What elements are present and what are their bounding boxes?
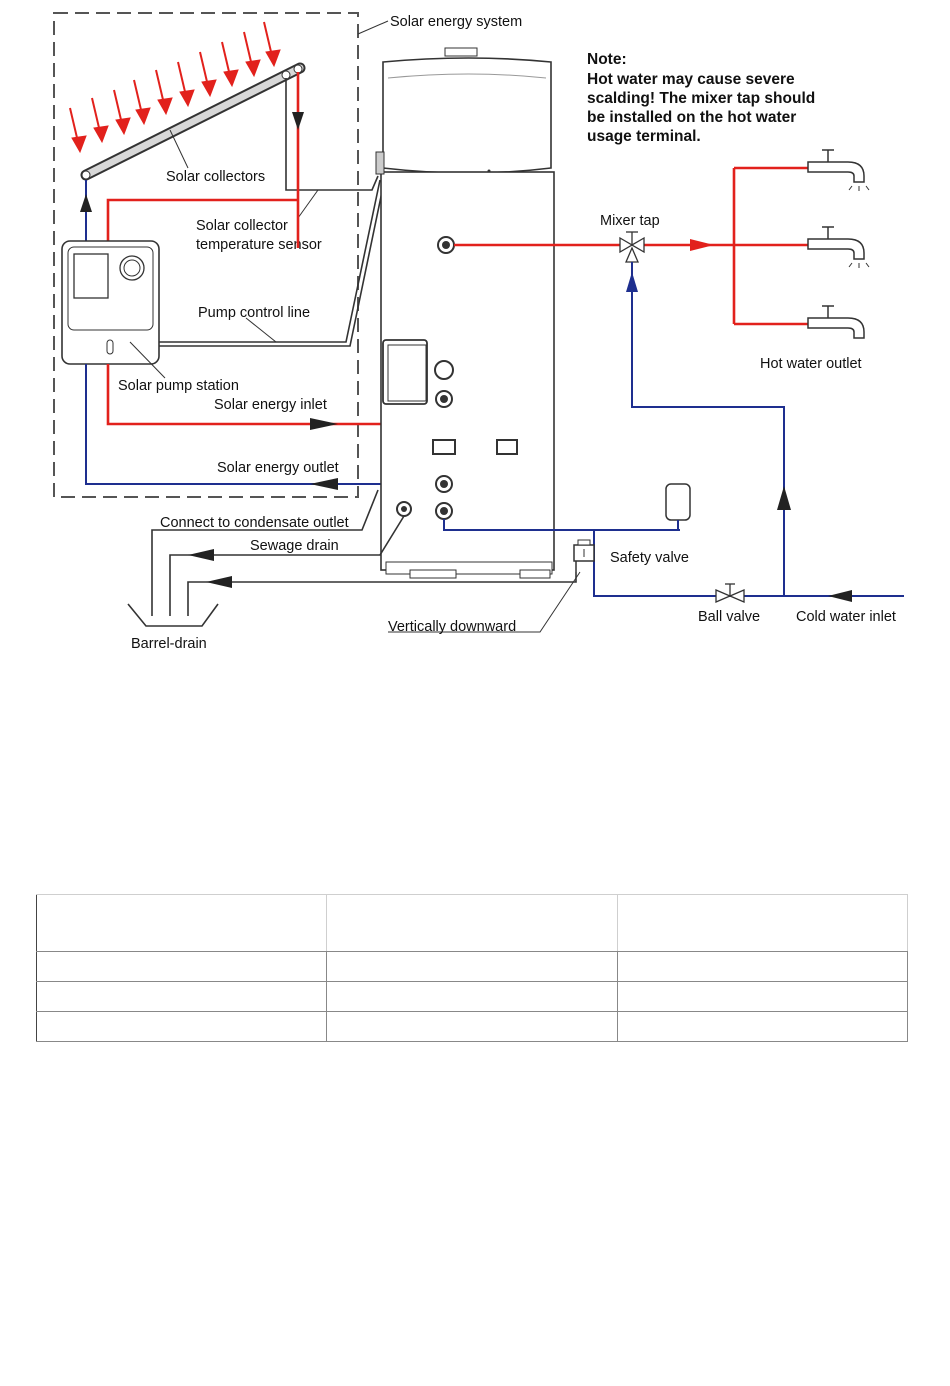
solar-energy-outlet-label: Solar energy outlet — [217, 460, 339, 476]
sun-ray-line — [69, 107, 79, 143]
table-row — [35, 981, 909, 1012]
water-tank — [375, 47, 555, 579]
table-cell — [326, 1011, 618, 1042]
table-cell — [326, 951, 618, 982]
barrel-drain-icon — [127, 603, 219, 627]
ball-valve-icon — [715, 583, 745, 603]
table-cell — [35, 951, 328, 982]
table-cell — [616, 981, 909, 1012]
temp-sensor-label-1: Solar collector — [196, 218, 288, 234]
table-header-row — [35, 894, 909, 952]
solar-energy-inlet-label: Solar energy inlet — [214, 397, 327, 413]
solar-pump-station-label: Solar pump station — [118, 378, 239, 394]
safety-valve-label: Safety valve — [610, 550, 689, 566]
table-cell — [616, 894, 909, 952]
sun-ray-arrowhead — [71, 135, 87, 154]
sun-ray-arrowhead — [135, 107, 151, 126]
sun-ray-arrowhead — [201, 79, 217, 98]
table-cell — [616, 1011, 909, 1042]
solar-water-heater-diagram: Solar energy system Solar collectors Sol… — [53, 12, 904, 652]
svg-text:scalding! The mixer tap should: scalding! The mixer tap should — [587, 90, 815, 107]
faucet-icon-3 — [807, 305, 865, 339]
solar-energy-system-label: Solar energy system — [390, 14, 522, 30]
sun-ray-line — [263, 21, 273, 57]
mixer-tap-icon — [619, 231, 645, 263]
sun-ray-line — [199, 51, 209, 87]
faucet-icon-1 — [807, 149, 870, 191]
solar-collector-panel — [80, 62, 306, 181]
sun-ray-line — [221, 41, 231, 77]
faucet-icon-2 — [807, 226, 870, 268]
sun-ray-line — [155, 69, 165, 105]
sun-ray-arrowhead — [93, 125, 109, 144]
barrel-drain-label: Barrel-drain — [131, 636, 207, 652]
sun-ray-line — [177, 61, 187, 97]
sun-ray-arrowhead — [245, 59, 261, 78]
solar-pump-station — [61, 240, 160, 365]
table-cell — [35, 981, 328, 1012]
solar-system-boundary — [53, 12, 359, 498]
table-cell — [35, 1011, 328, 1042]
vertically-downward-label: Vertically downward — [388, 619, 516, 635]
table-cell — [35, 894, 328, 952]
safety-valve-icon — [573, 539, 595, 572]
table-cell — [616, 951, 909, 982]
sun-ray-arrowhead — [115, 117, 131, 136]
sun-ray-line — [133, 79, 143, 115]
sun-ray-line — [113, 89, 123, 125]
temp-sensor-label-2: temperature sensor — [196, 237, 322, 253]
hot-water-outlet-label: Hot water outlet — [760, 356, 862, 372]
ball-valve-label: Ball valve — [698, 609, 760, 625]
sun-ray-arrowhead — [265, 49, 281, 68]
pump-control-line-label: Pump control line — [198, 305, 310, 321]
svg-text:Note:: Note: — [587, 51, 627, 68]
sewage-drain-label: Sewage drain — [250, 538, 339, 554]
sun-ray-arrowhead — [157, 97, 173, 116]
sun-ray-arrowhead — [179, 89, 195, 108]
solar-collectors-label: Solar collectors — [166, 169, 265, 185]
sun-rays-icon — [69, 21, 281, 154]
mixer-tap-label: Mixer tap — [600, 213, 660, 229]
expansion-tank — [665, 483, 691, 521]
svg-text:usage terminal.: usage terminal. — [587, 128, 701, 145]
sun-ray-line — [243, 31, 253, 67]
sun-ray-arrowhead — [223, 69, 239, 88]
svg-text:be installed on the hot water: be installed on the hot water — [587, 109, 796, 126]
warning-note: Note: Hot water may cause severe scaldin… — [587, 51, 815, 145]
svg-text:Hot water may cause severe: Hot water may cause severe — [587, 71, 795, 88]
sun-ray-line — [91, 97, 101, 133]
condensate-outlet-label: Connect to condensate outlet — [160, 515, 349, 531]
table-cell — [326, 894, 618, 952]
table-cell — [326, 981, 618, 1012]
cold-water-inlet-label: Cold water inlet — [796, 609, 896, 625]
table-row — [35, 1011, 909, 1042]
spec-table — [35, 894, 909, 1042]
table-row — [35, 951, 909, 982]
